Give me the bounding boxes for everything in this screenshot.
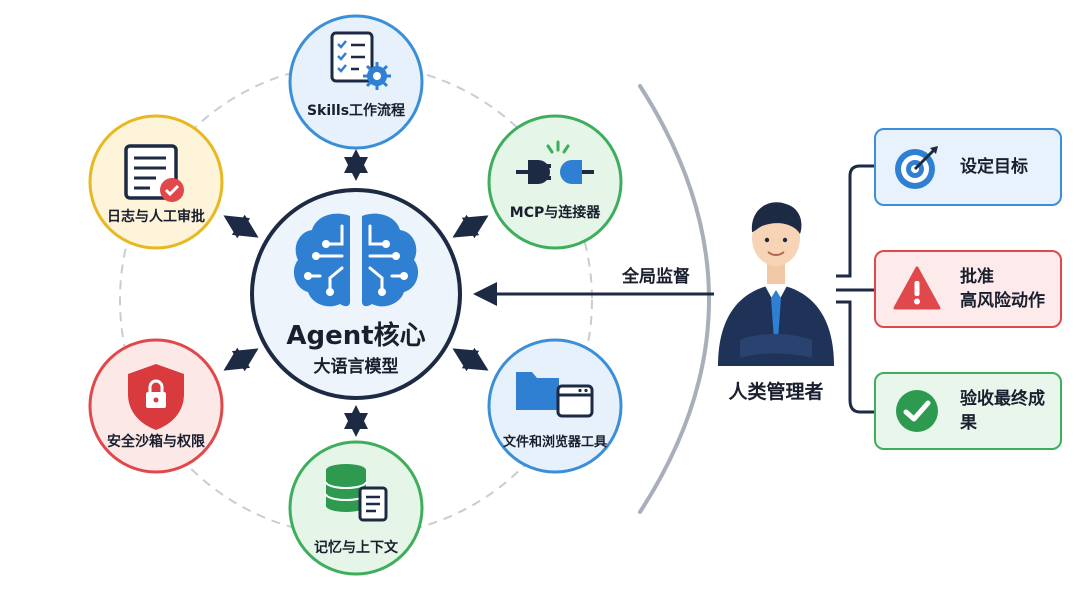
human-label: 人类管理者 xyxy=(728,380,823,403)
action-accept-result[interactable]: 验收最终成果 xyxy=(874,372,1062,450)
action-set-goal-text: 设定目标 xyxy=(960,155,1028,179)
center-title: Agent核心 xyxy=(286,320,425,351)
action-approve-line-2: 高风险动作 xyxy=(960,291,1045,311)
warning-icon xyxy=(893,266,941,310)
arrow-logs xyxy=(223,214,259,239)
database-document-icon xyxy=(325,464,388,522)
action-set-goal[interactable]: 设定目标 xyxy=(874,128,1062,206)
action-bracket xyxy=(836,164,874,414)
action-accept-result-text: 验收最终成果 xyxy=(960,387,1060,435)
node-files[interactable]: 文件和浏览器工具 xyxy=(487,338,623,474)
action-set-goal-line: 设定目标 xyxy=(960,157,1028,177)
action-approve-risky-text: 批准 高风险动作 xyxy=(960,265,1045,313)
action-approve-line-1: 批准 xyxy=(960,267,994,287)
target-icon xyxy=(895,146,938,189)
monitor-label: 全局监督 xyxy=(621,266,690,287)
connector-arrows xyxy=(223,149,489,437)
label-sandbox: 安全沙箱与权限 xyxy=(107,433,205,450)
arrow-mcp xyxy=(452,214,489,239)
plug-connector-icon xyxy=(516,140,594,184)
action-approve-risky[interactable]: 批准 高风险动作 xyxy=(874,250,1062,328)
label-skills: Skills工作流程 xyxy=(307,102,405,119)
checklist-gear-icon xyxy=(330,31,391,90)
shield-lock-icon xyxy=(128,364,184,430)
brain-circuit-icon xyxy=(293,213,419,307)
boundary-arc xyxy=(638,84,711,514)
arrow-files xyxy=(452,347,489,372)
center-subtitle: 大语言模型 xyxy=(314,356,399,377)
action-accept-line: 验收最终成果 xyxy=(960,389,1045,433)
agent-core-node[interactable]: Agent核心 大语言模型 xyxy=(250,188,462,400)
check-circle-icon xyxy=(896,390,938,432)
label-logs: 日志与人工审批 xyxy=(107,208,205,225)
node-mcp[interactable]: MCP与连接器 xyxy=(487,114,623,250)
node-memory[interactable]: 记忆与上下文 xyxy=(288,440,424,576)
node-logs[interactable]: 日志与人工审批 xyxy=(88,114,224,250)
document-check-icon xyxy=(124,144,184,202)
arrow-sandbox xyxy=(223,347,259,372)
node-skills[interactable]: Skills工作流程 xyxy=(288,14,424,150)
label-files: 文件和浏览器工具 xyxy=(503,434,607,450)
businessman-icon xyxy=(718,202,834,366)
label-mcp: MCP与连接器 xyxy=(510,204,601,221)
folder-browser-icon xyxy=(516,372,594,418)
label-memory: 记忆与上下文 xyxy=(314,539,399,556)
node-sandbox[interactable]: 安全沙箱与权限 xyxy=(88,338,224,474)
human-manager[interactable]: 人类管理者 xyxy=(718,202,834,403)
